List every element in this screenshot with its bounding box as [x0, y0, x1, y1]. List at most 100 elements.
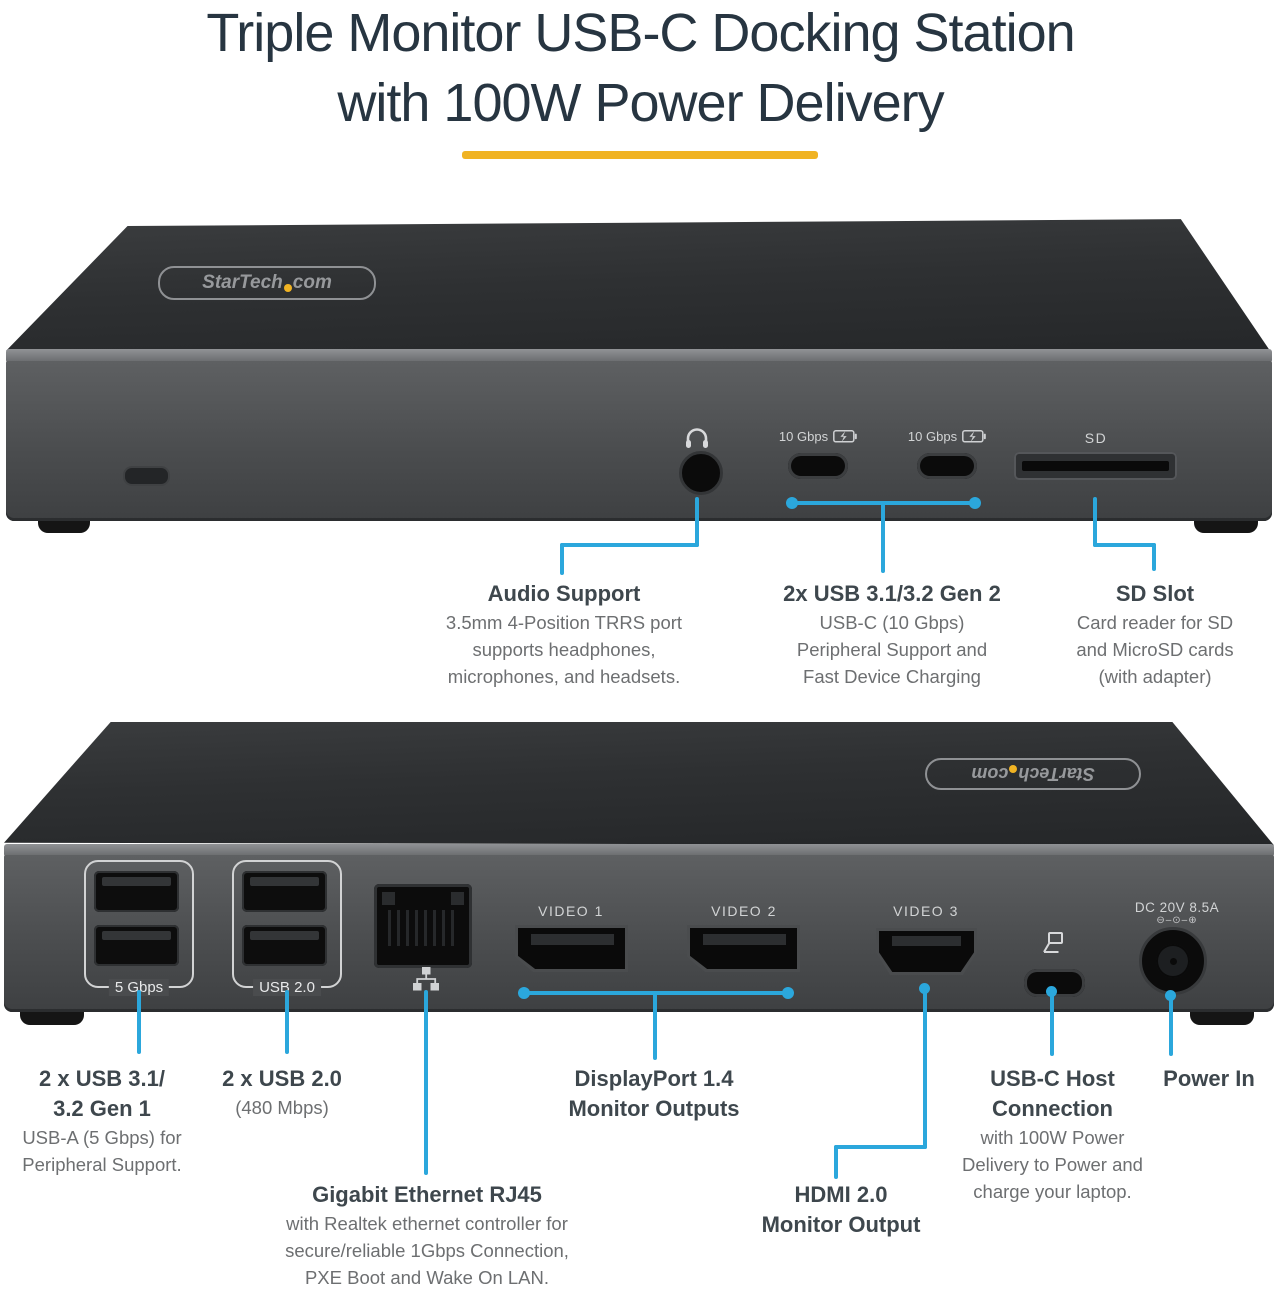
logo-dot-icon [283, 284, 292, 292]
usba-tongue [249, 877, 320, 886]
usba-tongue [101, 877, 172, 886]
usbc-port-label-right: 10 Gbps [897, 429, 997, 444]
kensington-lock-slot [123, 466, 170, 486]
rj45-latch [382, 892, 395, 905]
rj45-pins [388, 910, 458, 946]
callout-line-usbc [881, 501, 885, 573]
dock-front-bevel [6, 349, 1272, 363]
callout-body-line: supports headphones, [472, 639, 656, 660]
displayport-tongue [702, 934, 787, 945]
usbc-port-label-left: 10 Gbps [768, 429, 868, 444]
startech-logo-upside-down: StarTech com [925, 758, 1141, 790]
usba-port [242, 925, 327, 966]
callout-line-sd [1152, 543, 1156, 571]
callout-body-line: secure/reliable 1Gbps Connection, [285, 1240, 569, 1261]
headphones-icon [682, 426, 712, 450]
callout-line-hdmi [923, 988, 927, 1149]
usba-tongue [101, 931, 172, 940]
dock-rear-top-face [4, 721, 1274, 846]
callout-body-line: Delivery to Power and [962, 1154, 1143, 1175]
callout-title: Gigabit Ethernet RJ45 [312, 1182, 542, 1207]
callout-body-line: Fast Device Charging [803, 666, 981, 687]
callout-title: 2 x USB 2.0 [222, 1066, 342, 1091]
fast-charge-battery-icon [833, 430, 857, 443]
video1-label: VIDEO 1 [538, 903, 604, 919]
callout-title: Monitor Output [761, 1212, 921, 1237]
callout-body-line: with 100W Power [980, 1127, 1125, 1148]
power-polarity-symbol: ⊖–⊙–⊕ [1156, 915, 1198, 926]
usb-group-label: 5 Gbps [108, 979, 170, 996]
rj45-latch [451, 892, 464, 905]
laptop-icon [1041, 931, 1065, 960]
usbc-speed-label: 10 Gbps [778, 429, 829, 444]
dc-power-jack [1139, 927, 1207, 995]
usb-group-bracket-usb20: USB 2.0 [232, 860, 342, 996]
audio-jack-port [679, 451, 723, 495]
usbc-port-1 [788, 453, 848, 479]
callout-title: 3.2 Gen 1 [53, 1096, 151, 1121]
usb-group-label: USB 2.0 [253, 979, 321, 996]
callout-line-sd [1093, 497, 1097, 547]
video2-label: VIDEO 2 [711, 903, 777, 919]
callout-displayport: DisplayPort 1.4 Monitor Outputs [494, 1064, 814, 1124]
video3-label: VIDEO 3 [893, 903, 959, 919]
callout-body-line: USB-C (10 Gbps) [819, 612, 965, 633]
callout-title: Power In [1163, 1066, 1255, 1091]
callout-line-hdmi [834, 1145, 838, 1179]
callout-line-usb31 [137, 990, 141, 1054]
callout-usbc-host: USB-C Host Connection with 100W Power De… [925, 1064, 1180, 1205]
logo-text-main: StarTech [202, 272, 283, 293]
callout-title: Monitor Outputs [568, 1096, 740, 1121]
dc-jack-pin [1169, 957, 1177, 965]
sd-card-slit [1022, 461, 1169, 471]
callout-title: 2 x USB 3.1/ [39, 1066, 165, 1091]
sd-slot-label: SD [1084, 430, 1108, 446]
callout-body-line: Peripheral Support and [796, 639, 988, 660]
callout-body-line: with Realtek ethernet controller for [286, 1213, 568, 1234]
logo-dot-icon [1009, 765, 1018, 773]
callout-body-line: charge your laptop. [973, 1181, 1132, 1202]
callout-line-usbc-host [1050, 990, 1054, 1056]
usba-port [94, 925, 179, 966]
callout-body-line: Peripheral Support. [22, 1154, 182, 1175]
callout-line-audio [695, 497, 699, 547]
callout-line-power [1169, 994, 1173, 1056]
callout-power-in: Power In [1137, 1064, 1281, 1094]
rj45-ethernet-port [374, 884, 472, 968]
callout-title: SD Slot [1115, 581, 1195, 606]
callout-usb-gen2: 2x USB 3.1/3.2 Gen 2 USB-C (10 Gbps) Per… [732, 579, 1052, 690]
usbc-speed-label: 10 Gbps [907, 429, 958, 444]
callout-body-line: and MicroSD cards [1076, 639, 1234, 660]
displayport-port-2 [687, 925, 800, 972]
page-title-line2: with 100W Power Delivery [337, 73, 944, 133]
callout-body-line: (with adapter) [1098, 666, 1212, 687]
callout-usb20: 2 x USB 2.0 (480 Mbps) [182, 1064, 382, 1121]
callout-title: HDMI 2.0 [794, 1182, 888, 1207]
title-underline [462, 151, 818, 159]
callout-line-ethernet [424, 990, 428, 1175]
hdmi-port [876, 928, 977, 975]
usbc-port-2 [917, 453, 977, 479]
callout-line-audio [560, 543, 699, 547]
callout-body-line: Card reader for SD [1076, 612, 1234, 633]
logo-text-main: StarTech [1018, 764, 1095, 785]
dock-rear-bevel [4, 844, 1274, 857]
callout-line-audio [560, 543, 564, 575]
callout-title: DisplayPort 1.4 [574, 1066, 734, 1091]
usba-tongue [249, 931, 320, 940]
callout-body-line: (480 Mbps) [235, 1097, 329, 1118]
callout-sd-slot: SD Slot Card reader for SD and MicroSD c… [1037, 579, 1273, 690]
network-lan-icon [412, 966, 440, 997]
callout-body-line: PXE Boot and Wake On LAN. [304, 1267, 550, 1288]
usba-port [242, 871, 327, 912]
dock-front-face [6, 361, 1272, 521]
callout-line-usb20 [285, 990, 289, 1054]
hdmi-tongue [892, 936, 961, 946]
logo-text-suffix: com [971, 764, 1009, 785]
sd-card-slot [1014, 452, 1177, 480]
callout-body-line: microphones, and headsets. [447, 666, 681, 687]
usb-group-bracket-5gbps: 5 Gbps [84, 860, 194, 996]
callout-gigabit-ethernet: Gigabit Ethernet RJ45 with Realtek ether… [252, 1180, 602, 1291]
